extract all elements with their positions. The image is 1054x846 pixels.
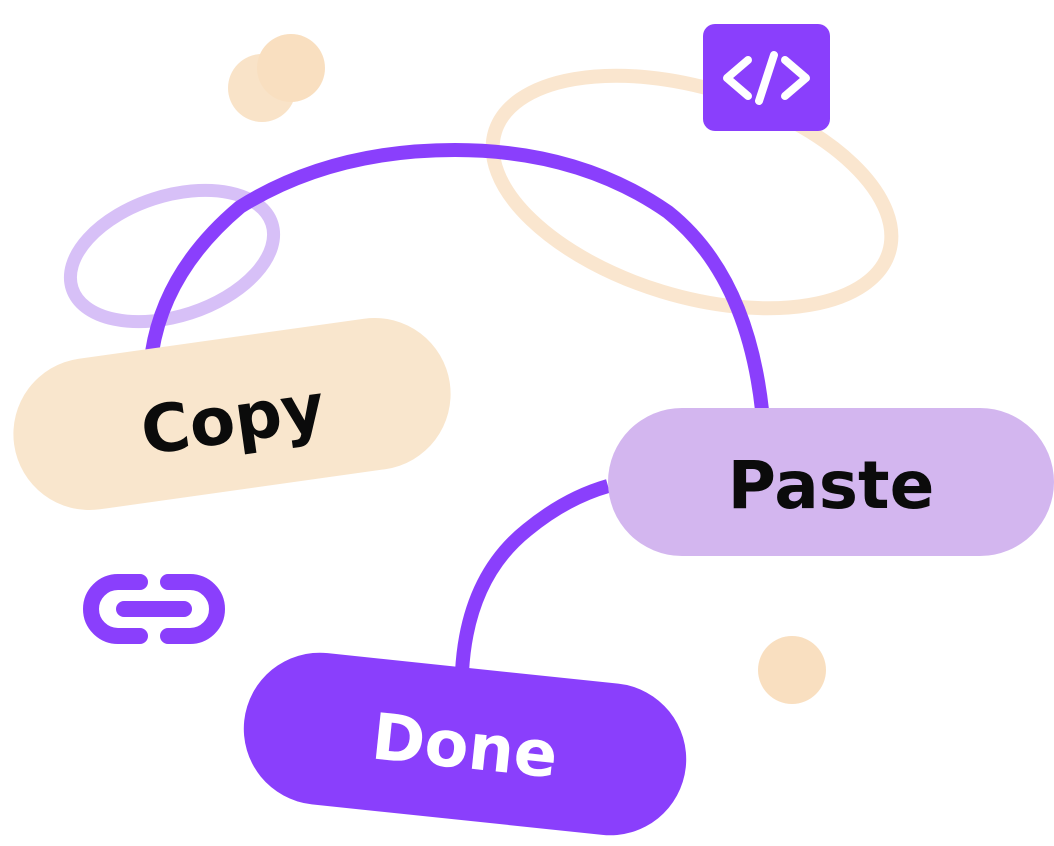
copy-pill: [13, 317, 451, 511]
lavender-ring: [63, 183, 281, 329]
peach-dot-bottom-right: [758, 636, 826, 704]
paste-pill: [608, 408, 1054, 556]
copy-step: Copy: [13, 317, 451, 511]
link-icon: [83, 574, 225, 644]
paste-label: Paste: [728, 447, 935, 524]
paste-step: Paste: [608, 408, 1054, 556]
code-icon: [703, 24, 830, 131]
done-pill: [243, 652, 687, 836]
connector-copy-to-paste: [145, 142, 769, 411]
peach-dots-top: [228, 34, 325, 122]
done-step: Done: [243, 652, 687, 836]
peach-ring: [485, 68, 899, 316]
connector-paste-to-done: [455, 479, 610, 673]
